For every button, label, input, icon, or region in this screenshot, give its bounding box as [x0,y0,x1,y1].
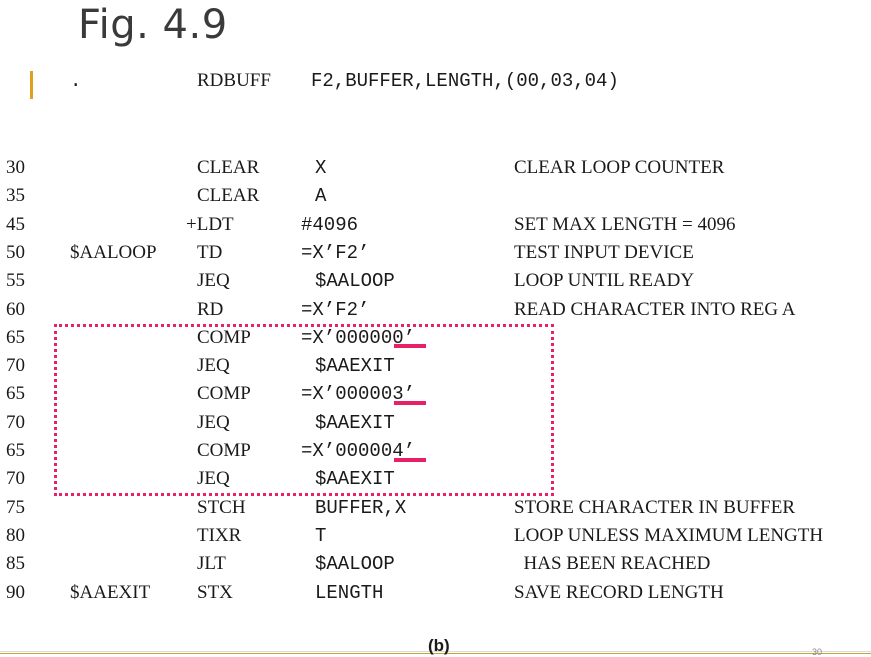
line-opcode: CLEAR [197,157,260,178]
line-comment: READ CHARACTER INTO REG A [514,298,796,320]
line-operand: T [315,524,327,547]
line-opcode: COMP [197,440,251,461]
accent-bar [30,71,33,99]
line-comment: STORE CHARACTER IN BUFFER [514,496,796,518]
line-number: 85 [6,553,25,575]
line-operand: LENGTH [315,581,384,604]
line-comment: SET MAX LENGTH = 4096 [514,213,736,235]
line-comment: TEST INPUT DEVICE [514,241,694,263]
underline-04 [394,458,426,462]
line-opcode: CLEAR [197,185,260,207]
line-opcode: RD [197,298,224,320]
line-opcode: STCH [197,496,246,518]
line-number: 70 [6,468,25,490]
line-opcode: STX [197,581,233,603]
line-opcode: COMP [197,326,251,348]
line-opcode: TD [197,241,223,263]
line-comment: CLEAR LOOP COUNTER [514,157,725,178]
line-operand: =X’F2’ [301,241,370,264]
line-number: 60 [6,298,25,320]
line-comment: LOOP UNLESS MAXIMUM LENGTH [514,524,824,546]
line-opcode: JLT [197,553,226,575]
underline-03 [394,401,426,405]
line-number: 65 [6,326,25,348]
line-opcode: JEQ [197,468,230,490]
line-number: 90 [6,581,25,603]
macro-name: RDBUFF [197,70,271,91]
line-operand: #4096 [301,213,359,236]
line-operand: X [315,157,327,179]
line-label: $AAEXIT [70,581,151,603]
highlight-box [54,324,554,496]
line-number: 65 [6,383,25,405]
footer-divider [0,653,871,654]
line-label: $AALOOP [70,241,157,263]
underline-00 [394,344,426,348]
line-opcode: COMP [197,383,251,405]
line-operand: A [315,185,327,208]
line-number: 65 [6,440,25,461]
line-opcode: +LDT [186,213,234,235]
line-operand: =X’000000’ [301,326,416,349]
line-number: 55 [6,270,25,292]
line-comment: SAVE RECORD LENGTH [514,581,724,603]
line-number: 80 [6,524,25,546]
line-number: 50 [6,241,25,263]
macro-dot: . [70,70,82,92]
line-opcode: TIXR [197,524,242,546]
line-operand: $AALOOP [315,553,395,576]
page-number: 30 [812,647,823,657]
line-operand: $AALOOP [315,270,395,293]
line-number: 35 [6,185,25,207]
line-comment: LOOP UNTIL READY [514,270,695,292]
line-number: 70 [6,355,25,377]
line-operand: BUFFER,X [315,496,407,519]
line-comment: HAS BEEN REACHED [514,553,711,575]
macro-args: F2,BUFFER,LENGTH,(00,03,04) [311,70,619,92]
line-operand: $AAEXIT [315,355,395,378]
line-opcode: JEQ [197,270,230,292]
footer-divider-light [0,651,871,652]
line-opcode: JEQ [197,411,230,433]
line-operand: $AAEXIT [315,468,395,491]
line-operand: $AAEXIT [315,411,395,434]
line-number: 70 [6,411,25,433]
line-number: 75 [6,496,25,518]
line-number: 45 [6,213,25,235]
line-operand: =X’000004’ [301,440,416,462]
figure-caption: (b) [428,636,450,655]
line-number: 30 [6,157,25,178]
line-operand: =X’F2’ [301,298,370,321]
slide-title: Fig. 4.9 [78,2,228,48]
line-operand: =X’000003’ [301,383,416,406]
line-opcode: JEQ [197,355,230,377]
